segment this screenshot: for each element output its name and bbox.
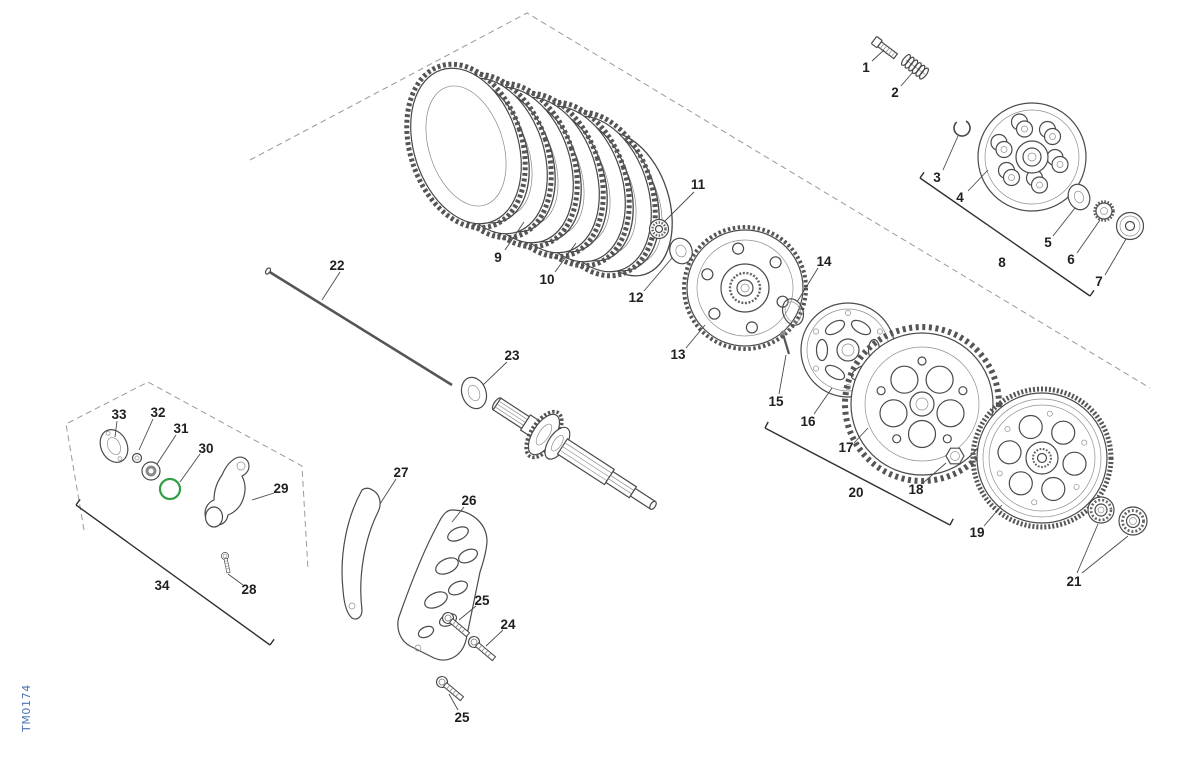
oring-ring (158, 477, 182, 501)
clutch-hub (682, 225, 808, 351)
leader-lines (114, 49, 1129, 711)
part-label-29: 29 (273, 481, 288, 496)
part-label-23: 23 (504, 348, 520, 363)
part-label-32: 32 (150, 405, 165, 420)
part-label-6: 6 (1067, 252, 1075, 267)
part-label-34: 34 (154, 578, 170, 593)
main-shaft (491, 397, 657, 510)
part-label-1: 1 (862, 60, 870, 75)
oring-30 (158, 477, 182, 501)
part-label-12: 12 (628, 290, 643, 305)
part-label-22: 22 (329, 258, 344, 273)
pressure-plate-studs (990, 113, 1069, 194)
circlip-3 (953, 119, 971, 137)
pin-15 (780, 330, 791, 355)
part-label-2: 2 (891, 85, 899, 100)
flange-33 (99, 429, 129, 463)
group-bracket-lines (75, 171, 1095, 646)
clutch-basket (842, 324, 1002, 484)
part-label-25-upper: 25 (474, 593, 490, 608)
part-label-13: 13 (670, 347, 686, 362)
bracket-27 (341, 487, 381, 620)
seal-31 (141, 461, 161, 481)
part-label-20: 20 (848, 485, 863, 500)
part-label-33: 33 (111, 407, 127, 422)
pushrod (264, 267, 453, 387)
part-label-4: 4 (956, 190, 964, 205)
washer-23 (460, 376, 488, 410)
release-arm-29 (204, 456, 250, 528)
part-label-19: 19 (969, 525, 984, 540)
part-label-5: 5 (1044, 235, 1052, 250)
guard-26 (397, 509, 488, 661)
bolt-25-lower (433, 673, 467, 704)
clutch-plate-stack (387, 49, 691, 291)
spring-2 (900, 53, 929, 80)
part-label-3: 3 (933, 170, 941, 185)
gear-washer-6 (1093, 200, 1115, 222)
part-label-17: 17 (838, 440, 853, 455)
bolt-28 (220, 551, 233, 574)
washer-32 (131, 452, 143, 464)
part-label-14: 14 (816, 254, 832, 269)
shim-ring-14 (781, 298, 805, 326)
part-label-9: 9 (494, 250, 502, 265)
part-label-16: 16 (800, 414, 816, 429)
part-label-18: 18 (908, 482, 924, 497)
part-label-28: 28 (241, 582, 257, 597)
bearing-pair (1087, 496, 1148, 536)
cap-7 (1115, 211, 1145, 241)
part-label-21: 21 (1066, 574, 1082, 589)
hex-nut-18 (945, 447, 965, 465)
part-label-15: 15 (768, 394, 784, 409)
part-label-8: 8 (998, 255, 1006, 270)
bolt-1 (871, 36, 899, 60)
part-label-7: 7 (1095, 274, 1103, 289)
pressure-plate-4 (977, 102, 1087, 212)
part-label-25-lower: 25 (454, 710, 470, 725)
part-label-31: 31 (173, 421, 189, 436)
part-label-27: 27 (393, 465, 408, 480)
part-label-30: 30 (198, 441, 213, 456)
construction-dashed-lines (65, 12, 1151, 571)
part-label-10: 10 (539, 272, 554, 287)
part-label-11: 11 (691, 177, 706, 192)
primary-gear (970, 386, 1114, 530)
part-label-24: 24 (500, 617, 516, 632)
part-label-26: 26 (461, 493, 477, 508)
part-number-labels: 1 2 3 4 5 6 7 8 9 10 11 12 13 14 15 16 1… (111, 60, 1102, 725)
washer-5 (1067, 183, 1091, 211)
washer-12 (669, 237, 693, 265)
drawing-code: TM0174 (20, 684, 33, 733)
nut-11 (648, 218, 670, 240)
bolt-24 (465, 633, 499, 664)
